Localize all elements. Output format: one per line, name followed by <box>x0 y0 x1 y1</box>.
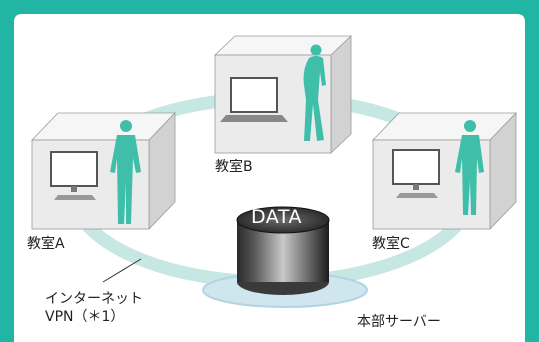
server-label: 本部サーバー <box>357 314 441 330</box>
person-silhouette-icon <box>303 44 326 141</box>
network-label-line1: インターネット <box>45 291 143 307</box>
classroom-a-label: 教室A <box>27 236 65 252</box>
person-silhouette-icon <box>455 120 484 215</box>
person-silhouette-icon <box>110 120 141 224</box>
classroom-b-label: 教室B <box>215 159 253 175</box>
cylinder-data-text: DATA <box>251 206 302 228</box>
classroom-c-cube <box>372 112 517 230</box>
classroom-b-cube <box>213 35 353 154</box>
network-pointer-line <box>102 258 142 283</box>
laptop-icon <box>220 77 288 122</box>
monitor-icon <box>392 149 440 198</box>
classroom-c-label: 教室C <box>372 236 410 252</box>
database-cylinder-icon <box>236 206 330 295</box>
classroom-a-cube <box>31 112 176 230</box>
network-label-line2: VPN（＊1） <box>45 309 125 325</box>
monitor-icon <box>50 151 98 200</box>
